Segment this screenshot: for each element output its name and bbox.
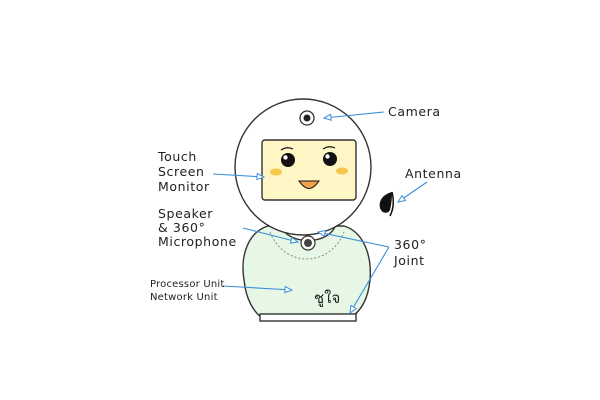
- label-speaker-2: & 360°: [158, 220, 205, 235]
- callout-arrows: [212, 111, 428, 313]
- face: [270, 146, 348, 190]
- arrow-joint-neck: [318, 232, 390, 248]
- robot-body: ชูใจ: [242, 225, 371, 322]
- arrow-speaker: [242, 227, 298, 242]
- torso-collar-edge: [269, 231, 345, 260]
- label-processor-1: Processor Unit: [150, 279, 225, 290]
- label-touch-screen-2: Screen: [158, 164, 205, 179]
- arrow-camera: [324, 111, 385, 118]
- speaker-inner: [304, 239, 312, 247]
- label-joint-1: 360°: [394, 237, 427, 252]
- left-eye: [281, 153, 295, 167]
- body-logo-text: ชูใจ: [314, 289, 340, 307]
- antenna: [379, 192, 392, 213]
- camera-icon: [299, 110, 315, 126]
- arrow-processor: [222, 285, 292, 290]
- torso-base: [259, 313, 357, 322]
- arrow-touch-screen: [212, 174, 264, 177]
- label-camera: Camera: [388, 104, 441, 119]
- label-speaker-3: Microphone: [158, 234, 237, 249]
- robot-head: [234, 98, 372, 236]
- left-cheek: [270, 168, 282, 176]
- labels: Camera Touch Screen Monitor Antenna Spea…: [150, 104, 462, 303]
- speaker-mic: [300, 235, 316, 251]
- label-processor-2: Network Unit: [150, 292, 218, 303]
- label-touch-screen-1: Touch: [157, 149, 197, 164]
- mouth: [297, 180, 321, 190]
- label-antenna: Antenna: [405, 166, 462, 181]
- arrow-antenna: [398, 181, 428, 202]
- label-joint-2: Joint: [393, 253, 425, 268]
- label-speaker-1: Speaker: [158, 206, 213, 221]
- right-cheek: [336, 167, 348, 175]
- label-touch-screen-3: Monitor: [158, 179, 210, 194]
- right-eye: [323, 152, 337, 166]
- arrow-joint-base: [350, 246, 390, 313]
